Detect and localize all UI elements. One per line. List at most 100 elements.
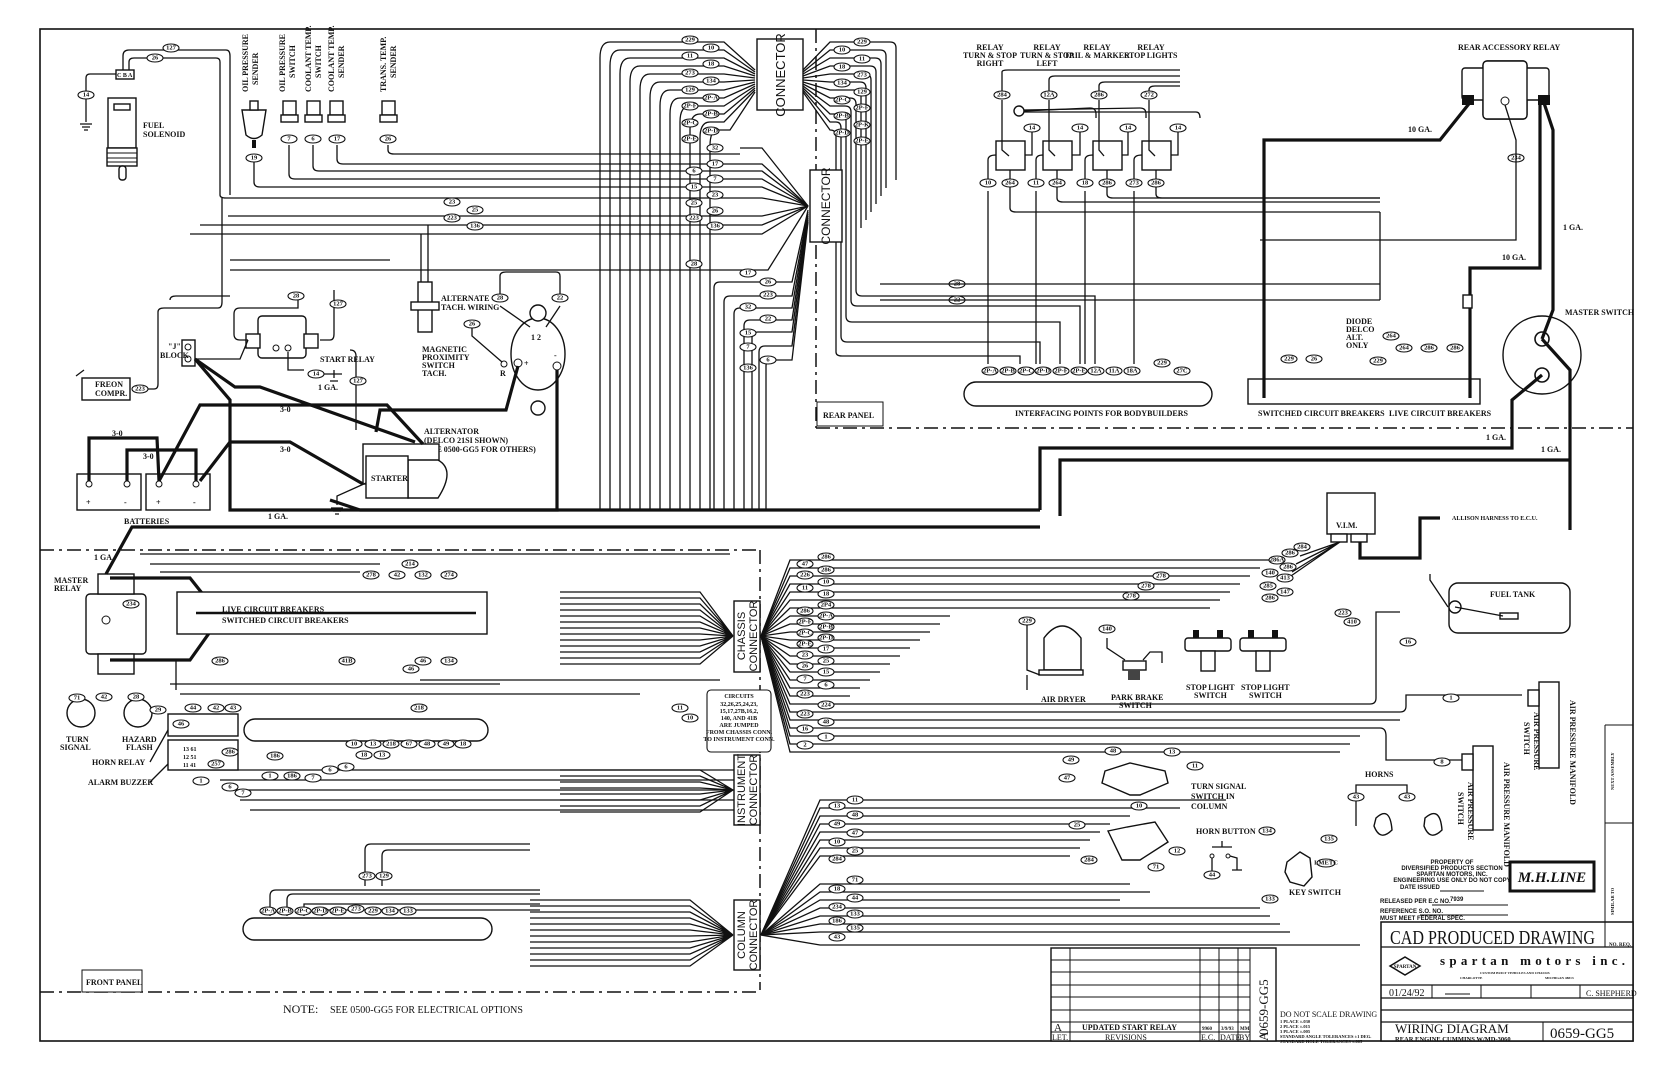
- svg-text:AIR DRYER: AIR DRYER: [1041, 695, 1086, 704]
- oil-pressure-sender: OIL PRESSURE SENDER: [241, 34, 740, 188]
- mag-proximity-tach: ALTERNATE TACH. WIRING MAGNETIC PROXIMIT…: [410, 225, 499, 378]
- wire-tag: 11: [853, 54, 871, 64]
- svg-text:71: 71: [1153, 864, 1160, 871]
- svg-text:11: 11: [802, 585, 808, 592]
- svg-text:ARE JUMPED: ARE JUMPED: [719, 723, 759, 729]
- svg-text:229: 229: [1284, 356, 1295, 363]
- batteries: +- +- BATTERIES: [76, 357, 1040, 526]
- svg-text:2P-C: 2P-C: [683, 120, 697, 127]
- wire-tag: 127: [162, 43, 180, 53]
- svg-text:TURN & STOP: TURN & STOP: [963, 51, 1017, 60]
- svg-text:SENDER: SENDER: [251, 52, 260, 85]
- svg-text:129: 129: [857, 89, 868, 96]
- hazard-switch-column: [1106, 821, 1169, 861]
- wire-tag: 48: [846, 810, 864, 820]
- gauge-label: 3-0: [280, 445, 291, 454]
- svg-text:+: +: [524, 359, 529, 368]
- svg-text:2P-D: 2P-D: [835, 130, 849, 137]
- note: NOTE: SEE 0500-GG5 FOR ELECTRICAL OPTION…: [283, 1002, 523, 1016]
- wire-tag: 136: [739, 363, 757, 373]
- svg-text:2P-B: 2P-B: [278, 908, 292, 915]
- svg-text:223: 223: [763, 292, 774, 299]
- wire-tag: 2P-B: [817, 622, 835, 632]
- svg-text:13: 13: [370, 741, 377, 748]
- svg-text:DO NOT SCALE DRAWING: DO NOT SCALE DRAWING: [1280, 1010, 1377, 1019]
- wire-tag: 2P-F: [796, 617, 814, 627]
- wire-tag: 134: [702, 76, 720, 86]
- svg-text:286: 286: [1102, 180, 1113, 187]
- svg-text:(DELCO 21SI SHOWN): (DELCO 21SI SHOWN): [424, 436, 508, 445]
- wire-tag: 286: [1279, 562, 1297, 572]
- svg-text:286: 286: [225, 749, 236, 756]
- svg-text:286: 286: [1151, 180, 1162, 187]
- wire-tag: 43: [828, 932, 846, 942]
- svg-text:44: 44: [1209, 872, 1216, 879]
- wire-tag: 129: [375, 871, 393, 881]
- wire-tag: 286: [211, 656, 229, 666]
- wire-tag: 134: [381, 906, 399, 916]
- svg-text:17: 17: [712, 161, 719, 168]
- gauge-label: 3-0: [112, 429, 123, 438]
- svg-text:AIR PRESSURE: AIR PRESSURE: [1466, 782, 1475, 840]
- wire-tag: 223: [796, 689, 814, 699]
- wire-tag: 28: [685, 259, 703, 269]
- wire-tag: 284: [993, 90, 1011, 100]
- air-pressure-manifold-1: AIR PRESSURE MANIFOLD AIR PRESSURE SWITC…: [1522, 681, 1577, 805]
- svg-text:V.I.M.: V.I.M.: [1336, 521, 1357, 530]
- svg-text:135: 135: [850, 925, 861, 932]
- svg-text:OIL PRESSURE: OIL PRESSURE: [241, 34, 250, 92]
- svg-text:26: 26: [385, 136, 392, 143]
- svg-text:MAGNETIC: MAGNETIC: [422, 345, 467, 354]
- wire-tag: 25: [817, 656, 835, 666]
- wire-tag: 229: [1280, 354, 1298, 364]
- wire-tag: 264: [1382, 331, 1400, 341]
- svg-text:ALLISON HARNESS TO E.C.U.: ALLISON HARNESS TO E.C.U.: [1452, 516, 1538, 522]
- wire-tag: 2P-F: [681, 101, 699, 111]
- svg-text:10: 10: [708, 45, 715, 52]
- wire-tag: 29: [149, 705, 167, 715]
- svg-text:2P-B: 2P-B: [835, 113, 849, 120]
- switched-cb-label: SWITCHED CIRCUIT BREAKERS: [1258, 409, 1385, 418]
- wire-tag: 285: [1259, 581, 1277, 591]
- wire-tag: 135: [1320, 834, 1338, 844]
- wire-tag: 16: [796, 724, 814, 734]
- svg-text:10: 10: [823, 579, 830, 586]
- wire-tag: 286: [1090, 90, 1108, 100]
- gauge-label: 1 GA.: [268, 512, 288, 521]
- wire-tag: 133: [399, 906, 417, 916]
- wire-tag: 127: [349, 376, 367, 386]
- wire-tag: 7: [280, 134, 298, 144]
- svg-text:264: 264: [1052, 180, 1063, 187]
- svg-text:42: 42: [213, 705, 220, 712]
- fuel-solenoid: C B A FUEL SOLENOID: [80, 49, 740, 199]
- svg-text:14: 14: [83, 92, 90, 99]
- svg-text:A: A: [1256, 1031, 1271, 1041]
- wire-tag: 2P-C: [796, 628, 814, 638]
- wire-tag: 1: [1442, 693, 1460, 703]
- svg-text:2P-E: 2P-E: [798, 641, 812, 648]
- wire-tag: 18: [817, 589, 835, 599]
- svg-text:18: 18: [834, 886, 841, 893]
- wire-tag: 71: [68, 693, 86, 703]
- wire-tag: 2P-D: [1034, 366, 1052, 376]
- wire-tag: 11: [1186, 761, 1204, 771]
- solenoid-pins: C B A: [117, 73, 133, 79]
- wire-tag: 273: [681, 68, 699, 78]
- wire-tag: 132: [414, 570, 432, 580]
- wire-tag: 136: [706, 221, 724, 231]
- wire-tag: 224: [817, 700, 835, 710]
- svg-text:RIGHT: RIGHT: [977, 59, 1004, 68]
- wire-tag: 286: [1147, 178, 1165, 188]
- sheet-border: [39, 28, 1634, 1042]
- svg-text:17: 17: [823, 646, 830, 653]
- svg-text:7: 7: [241, 790, 245, 797]
- live-cb-label: LIVE CIRCUIT BREAKERS: [1389, 409, 1492, 418]
- svg-text:22: 22: [557, 295, 564, 302]
- mh-line-box: M.H.LINE: [1508, 860, 1596, 893]
- wire-tag: 22: [759, 314, 777, 324]
- wire-tag: 46: [414, 656, 432, 666]
- wire-tag: 2P-C: [681, 118, 699, 128]
- svg-text:DIODE: DIODE: [1346, 317, 1372, 326]
- svg-text:KEY SWITCH: KEY SWITCH: [1289, 888, 1342, 897]
